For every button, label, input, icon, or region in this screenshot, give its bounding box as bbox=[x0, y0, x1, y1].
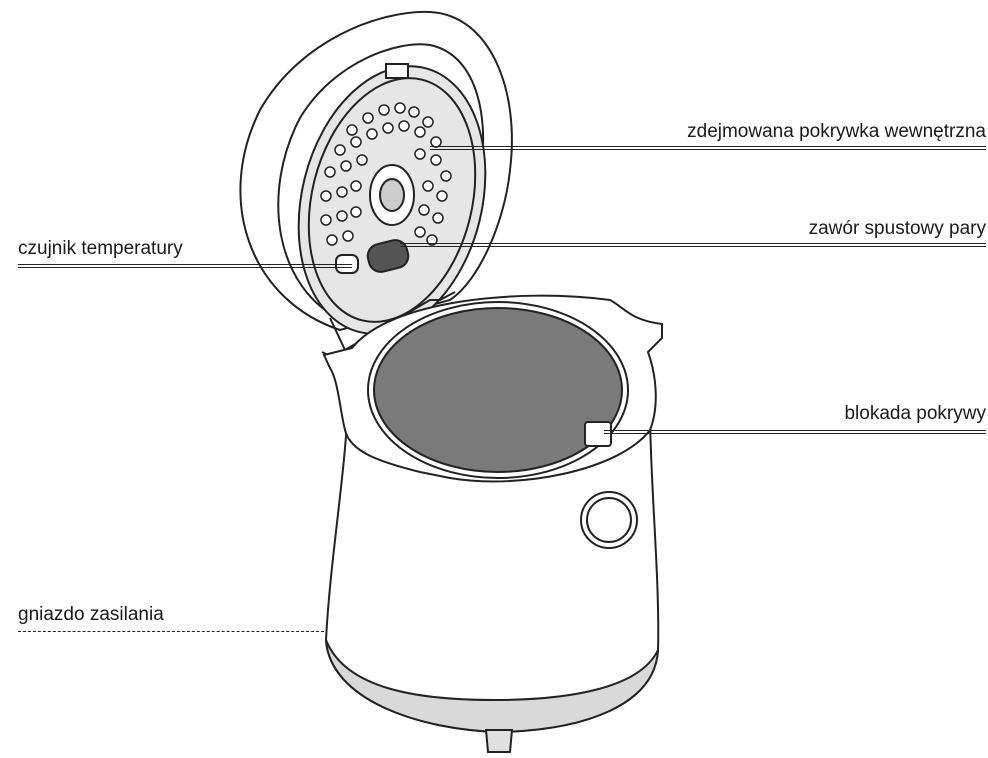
label-temperature-sensor: czujnik temperatury bbox=[18, 239, 183, 258]
leader-steam-valve bbox=[400, 243, 986, 247]
label-power-socket: gniazdo zasilania bbox=[18, 605, 164, 624]
leader-power-socket bbox=[18, 631, 324, 632]
label-lid-lock: blokada pokrywy bbox=[844, 404, 986, 423]
leader-temperature-sensor bbox=[18, 264, 352, 268]
label-inner-lid: zdejmowana pokrywka wewnętrzna bbox=[687, 122, 986, 141]
foot bbox=[486, 730, 512, 752]
leader-lid-lock bbox=[604, 430, 986, 434]
lid-lock-shape bbox=[585, 422, 611, 446]
cooker-body bbox=[324, 296, 662, 752]
inner-pot bbox=[374, 308, 622, 472]
leader-inner-lid bbox=[430, 146, 986, 150]
label-steam-valve: zawór spustowy pary bbox=[809, 219, 986, 238]
